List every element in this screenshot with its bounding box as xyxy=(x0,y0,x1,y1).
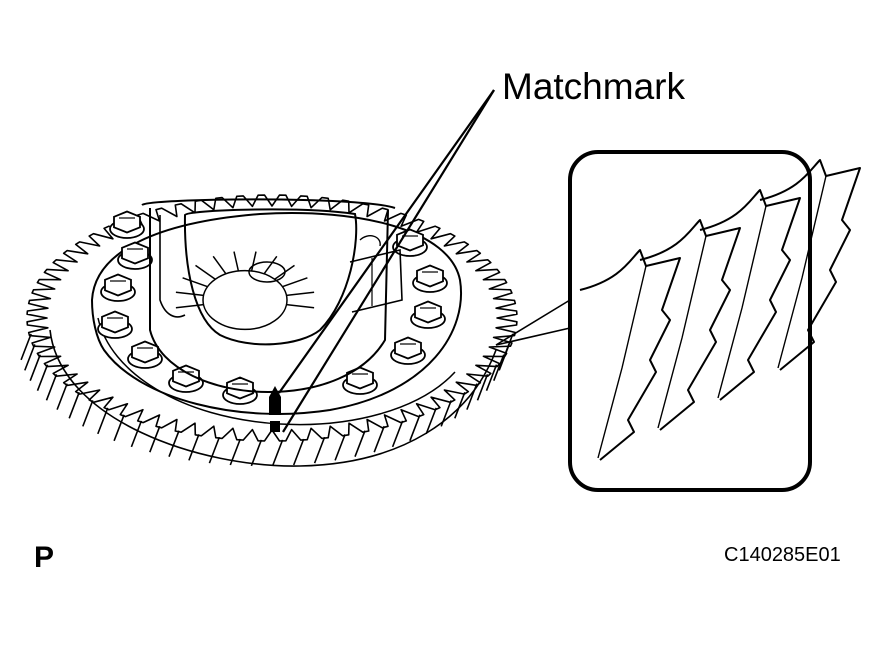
pinion-tooth xyxy=(195,264,216,280)
gear-tooth-face xyxy=(208,436,221,464)
gear-tooth-face xyxy=(188,434,200,461)
detail-tooth xyxy=(759,159,861,371)
gear-tooth-face xyxy=(409,414,421,442)
gear-tooth-face xyxy=(250,439,263,467)
detail-tooth-edge xyxy=(777,175,827,369)
view-letter: P xyxy=(34,541,55,574)
gear-tooth-face xyxy=(454,392,466,419)
pinion-tooth xyxy=(175,303,204,309)
gear-face-edge xyxy=(49,329,497,467)
gear-tooth-face xyxy=(82,400,94,427)
gear-tooth-face xyxy=(425,407,437,435)
gear-tooth-face xyxy=(292,438,305,466)
detail-tooth-edge xyxy=(657,235,707,429)
matchmark-label: Matchmark xyxy=(502,66,685,107)
pinion-tooth xyxy=(282,277,308,288)
detail-callout-box xyxy=(495,150,812,492)
differential-case xyxy=(141,198,403,394)
hex-bolt xyxy=(117,241,153,270)
gear-tooth-face xyxy=(498,344,510,371)
hex-bolt xyxy=(342,366,378,395)
gear-tooth-face xyxy=(373,425,385,453)
gear-tooth-face xyxy=(130,420,143,448)
hex-bolt xyxy=(410,300,446,329)
hex-bolt xyxy=(390,336,426,365)
pinion-tooth xyxy=(250,251,257,272)
pinion-tooth xyxy=(182,277,208,288)
detail-tooth xyxy=(639,219,741,431)
gear-tooth-face xyxy=(391,420,404,448)
gear-tooth-face xyxy=(493,354,505,381)
leader-lines xyxy=(278,89,495,433)
hex-bolt xyxy=(168,364,204,393)
pinion-tooth xyxy=(212,255,227,275)
gear-tooth-face xyxy=(36,364,49,391)
ring-gear-bolts xyxy=(97,210,448,405)
hex-bolt xyxy=(412,264,448,293)
gear-tooth-face xyxy=(354,430,366,457)
pinion-gear xyxy=(175,251,315,331)
pinion-tooth xyxy=(286,291,315,297)
pinion-hub xyxy=(202,269,288,331)
gear-tooth-profile xyxy=(26,194,518,442)
detail-tooth xyxy=(699,189,801,401)
detail-tooth-edge xyxy=(717,205,767,399)
gear-tooth-face xyxy=(485,364,498,391)
gear-tooth-face xyxy=(168,430,180,457)
side-gear xyxy=(248,261,286,283)
helical-teeth-detail xyxy=(579,159,861,461)
hex-bolt xyxy=(109,210,145,239)
pinion-tooth xyxy=(263,255,278,275)
ring-gear-teeth xyxy=(20,194,518,467)
figure-id: C140285E01 xyxy=(724,544,841,566)
hex-bolt xyxy=(127,340,163,369)
pinion-tooth xyxy=(286,303,315,309)
detail-tooth-edge xyxy=(597,265,647,459)
gear-tooth-face xyxy=(476,374,489,401)
gear-tooth-face xyxy=(24,344,36,371)
matchmark xyxy=(269,386,281,432)
gear-tooth-face xyxy=(45,374,58,401)
gear-tooth-face xyxy=(68,392,80,419)
gear-tooth-face xyxy=(20,333,32,361)
pinion-tooth xyxy=(175,291,204,297)
pinion-tooth xyxy=(233,251,240,272)
gear-tooth-face xyxy=(113,414,125,442)
gear-tooth-face xyxy=(29,354,41,381)
hex-bolt xyxy=(100,273,136,302)
detail-tooth xyxy=(579,249,681,461)
gear-tooth-face xyxy=(334,434,346,461)
hex-bolt xyxy=(392,228,428,257)
gear-tooth-face xyxy=(313,436,326,464)
hex-bolt xyxy=(97,310,133,339)
gear-tooth-face xyxy=(271,439,284,467)
gear-tooth-face xyxy=(56,383,68,410)
